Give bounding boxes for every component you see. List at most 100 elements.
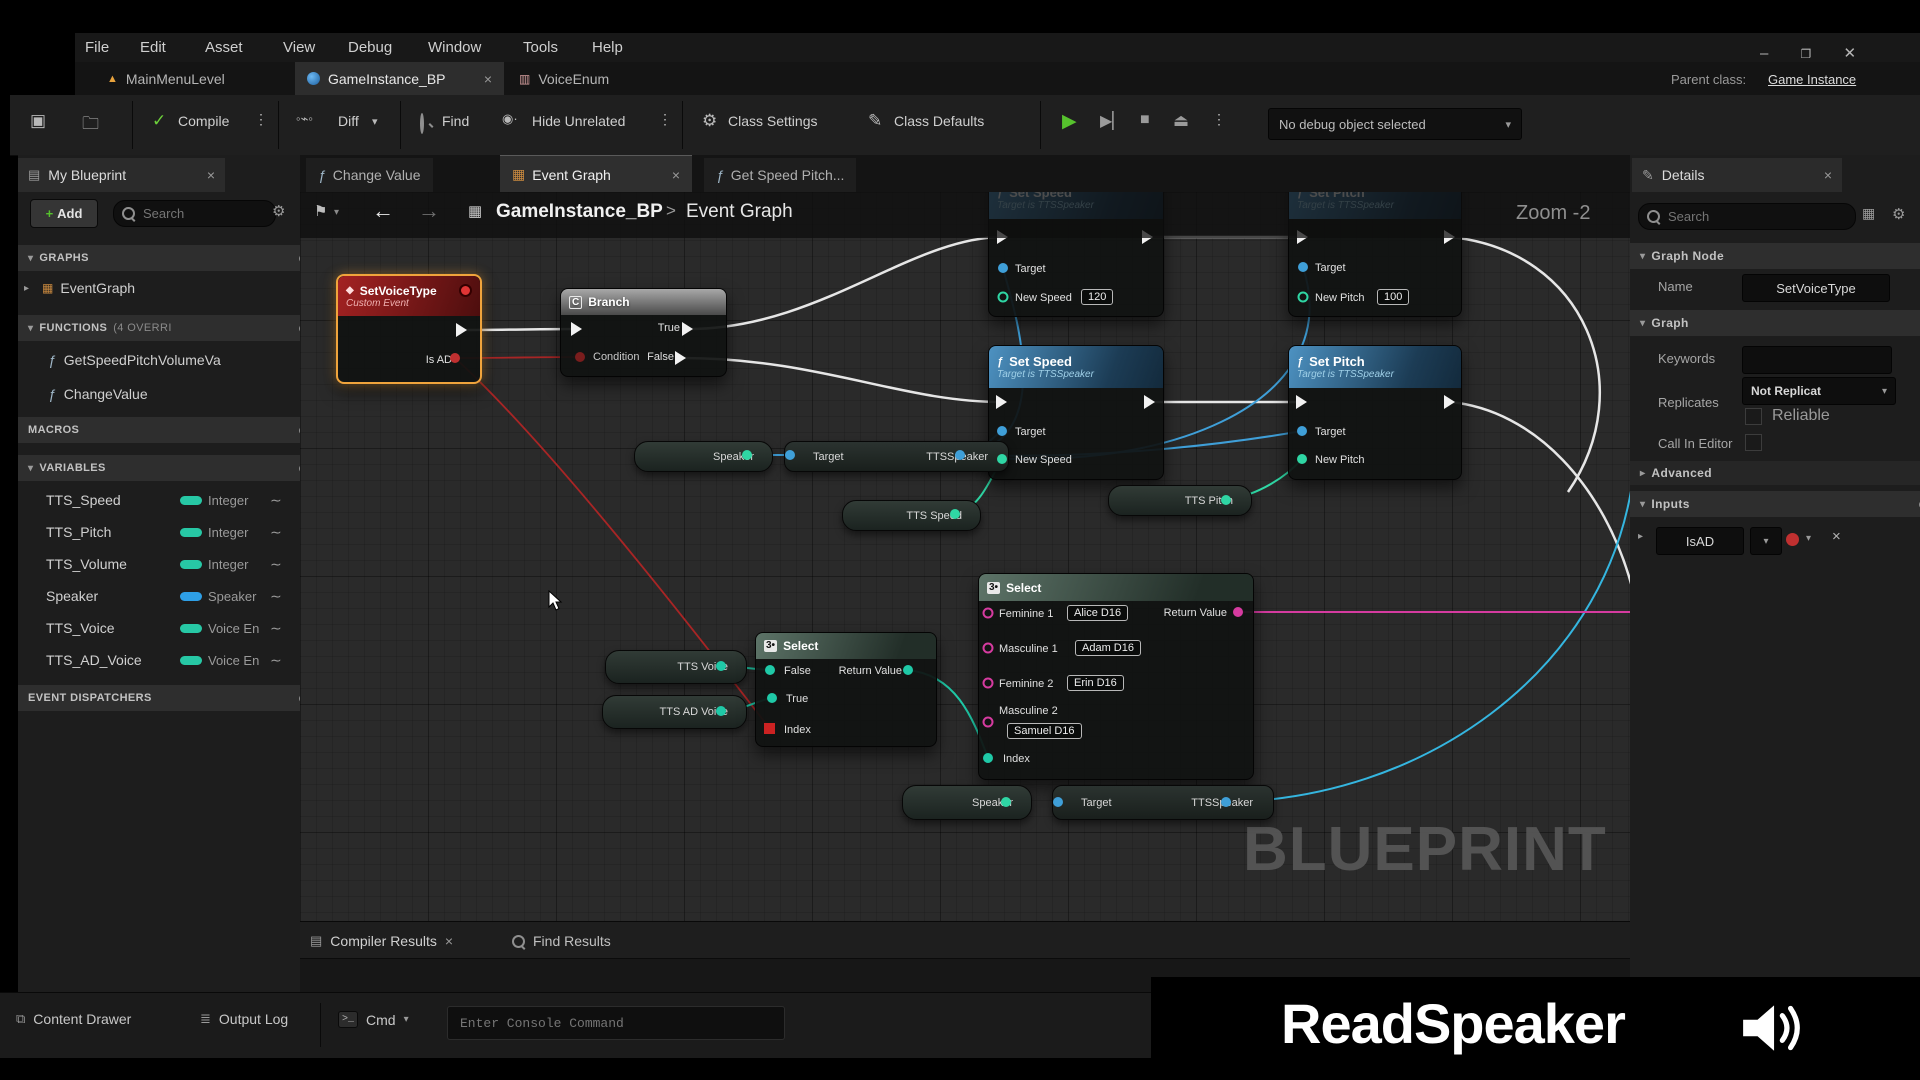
maximize-button[interactable]: ❐: [1800, 47, 1812, 61]
caret-right-icon[interactable]: ▸: [1638, 531, 1644, 542]
breadcrumb-root[interactable]: GameInstance_BP: [496, 201, 663, 222]
forward-icon[interactable]: →: [418, 198, 440, 223]
compile-icon[interactable]: ✓: [152, 111, 167, 130]
caret-right-icon[interactable]: ▸: [24, 282, 30, 294]
stop-icon[interactable]: ■: [1140, 111, 1150, 128]
visibility-icon[interactable]: ∼: [270, 651, 282, 668]
menu-file[interactable]: File: [85, 39, 110, 56]
variable-row[interactable]: TTS_AD_Voice Voice En ∼: [46, 647, 294, 673]
class-defaults-button[interactable]: Class Defaults: [894, 113, 985, 129]
section-graph[interactable]: ▾ Graph: [1630, 310, 1920, 336]
cmd-dropdown[interactable]: >_ Cmd ▾: [338, 1011, 409, 1028]
node-select-small[interactable]: 3• Select False Return Value True Index: [755, 632, 937, 747]
hide-options-icon[interactable]: ⋮: [658, 111, 672, 127]
menu-window[interactable]: Window: [428, 39, 482, 56]
node-target-ttsspeaker-2[interactable]: Target TTSSpeaker: [1052, 785, 1274, 820]
save-icon[interactable]: ▣: [30, 111, 47, 130]
menu-asset[interactable]: Asset: [205, 39, 243, 56]
section-graphs[interactable]: ▾ GRAPHS ⊕: [18, 245, 320, 271]
bool-type-pill[interactable]: [1786, 533, 1799, 546]
class-settings-icon[interactable]: ⚙: [702, 111, 718, 130]
visibility-icon[interactable]: ∼: [270, 491, 282, 508]
console-input-box[interactable]: [447, 1006, 785, 1040]
visibility-icon[interactable]: ∼: [270, 587, 282, 604]
add-input-icon[interactable]: ⊕: [1918, 496, 1920, 513]
class-defaults-icon[interactable]: ✎: [868, 111, 883, 130]
input-type-dropdown[interactable]: ▾: [1750, 527, 1782, 555]
variable-row[interactable]: Speaker Speaker ∼: [46, 583, 294, 609]
name-field[interactable]: [1742, 274, 1890, 302]
menu-debug[interactable]: Debug: [348, 39, 393, 56]
section-inputs[interactable]: ▾ Inputs ⊕: [1630, 491, 1920, 517]
blueprint-search[interactable]: [113, 200, 276, 227]
close-button[interactable]: ✕: [1843, 45, 1857, 62]
hide-unrelated-button[interactable]: Hide Unrelated: [532, 113, 626, 129]
bookmark-chevron-icon[interactable]: ▾: [334, 207, 340, 218]
node-target-ttsspeaker[interactable]: Target TTSSpeaker: [784, 441, 1009, 472]
new-pitch-value[interactable]: 100: [1377, 289, 1410, 305]
details-search[interactable]: [1638, 203, 1856, 230]
sidebar-item-eventgraph[interactable]: ▸ ▦ EventGraph: [24, 275, 294, 301]
tab-event-graph[interactable]: ▦ Event Graph ×: [500, 155, 692, 193]
section-graph-node[interactable]: ▾ Graph Node: [1630, 243, 1920, 269]
node-tts-pitch-variable[interactable]: TTS Pitch: [1108, 485, 1252, 516]
search-input[interactable]: [141, 205, 267, 222]
value-masculine2[interactable]: Samuel D16: [1007, 723, 1082, 739]
visibility-icon[interactable]: ∼: [270, 555, 282, 572]
content-drawer-button[interactable]: ⧉ Content Drawer: [16, 1011, 131, 1027]
diff-chevron-icon[interactable]: ▾: [372, 116, 378, 128]
search-input[interactable]: [1666, 208, 1847, 225]
reliable-checkbox[interactable]: [1745, 408, 1762, 425]
keywords-field[interactable]: [1742, 346, 1892, 374]
variable-row[interactable]: TTS_Speed Integer ∼: [46, 487, 294, 513]
value-feminine2[interactable]: Erin D16: [1067, 675, 1124, 691]
tab-voiceenum[interactable]: ▥ VoiceEnum: [507, 62, 621, 95]
call-in-editor-checkbox[interactable]: [1745, 434, 1762, 451]
name-input[interactable]: [1743, 279, 1889, 297]
close-panel-icon[interactable]: ×: [206, 167, 215, 183]
section-functions[interactable]: ▾ FUNCTIONS (4 OVERRI ⊕: [18, 315, 320, 341]
node-tts-ad-voice-variable[interactable]: TTS AD Voice: [602, 695, 747, 729]
close-panel-icon[interactable]: ×: [1823, 167, 1832, 183]
close-tab-icon[interactable]: ×: [483, 70, 492, 87]
find-button[interactable]: Find: [442, 113, 470, 129]
browse-icon[interactable]: 🗀: [82, 114, 99, 133]
compile-options-icon[interactable]: ⋮: [254, 111, 268, 127]
parent-class-link[interactable]: Game Instance: [1768, 72, 1857, 87]
sidebar-item-getspeedpitchvolume[interactable]: ƒ GetSpeedPitchVolumeVa: [48, 347, 298, 373]
debug-object-dropdown[interactable]: No debug object selected ▾: [1268, 108, 1522, 140]
menu-tools[interactable]: Tools: [523, 39, 559, 56]
node-speaker-variable-2[interactable]: Speaker: [902, 785, 1032, 820]
value-feminine1[interactable]: Alice D16: [1067, 605, 1129, 621]
play-icon[interactable]: ▶: [1062, 111, 1077, 132]
frame-skip-icon[interactable]: ▶▏: [1100, 113, 1125, 130]
compiler-results-tab[interactable]: ▤ Compiler Results ×: [310, 927, 453, 955]
menu-help[interactable]: Help: [592, 39, 623, 56]
variable-row[interactable]: TTS_Pitch Integer ∼: [46, 519, 294, 545]
tab-mainmenulevel[interactable]: ▲ MainMenuLevel: [95, 62, 237, 95]
replicates-dropdown[interactable]: Not Replicat ▾: [1742, 377, 1896, 405]
breadcrumb-leaf[interactable]: Event Graph: [686, 201, 793, 222]
find-results-tab[interactable]: Find Results: [512, 927, 611, 955]
close-tab-icon[interactable]: ×: [671, 166, 680, 183]
console-input[interactable]: [458, 1014, 774, 1032]
display-filter-icon[interactable]: ▦: [1862, 205, 1876, 221]
node-tts-speed-variable[interactable]: TTS Speed: [842, 500, 981, 531]
new-speed-value[interactable]: 120: [1081, 289, 1114, 305]
find-icon[interactable]: [420, 113, 424, 134]
input-name-field[interactable]: [1656, 527, 1744, 555]
remove-input-icon[interactable]: ×: [1832, 528, 1841, 545]
eject-icon[interactable]: ⏏: [1173, 111, 1190, 130]
bookmark-icon[interactable]: ⚑: [314, 203, 328, 220]
minimize-button[interactable]: –: [1760, 45, 1769, 62]
my-blueprint-tab[interactable]: ▤ My Blueprint ×: [18, 158, 225, 192]
menu-edit[interactable]: Edit: [140, 39, 166, 56]
variable-row[interactable]: TTS_Voice Voice En ∼: [46, 615, 294, 641]
output-log-button[interactable]: ≣ Output Log: [200, 1011, 288, 1027]
node-set-voice-type[interactable]: ◆ SetVoiceType Custom Event Is AD: [336, 274, 482, 384]
node-tts-voice-variable[interactable]: TTS Voice: [605, 650, 747, 684]
input-name[interactable]: [1657, 532, 1743, 550]
section-advanced[interactable]: ▸ Advanced: [1630, 461, 1920, 485]
play-options-icon[interactable]: ⋮: [1212, 111, 1226, 127]
